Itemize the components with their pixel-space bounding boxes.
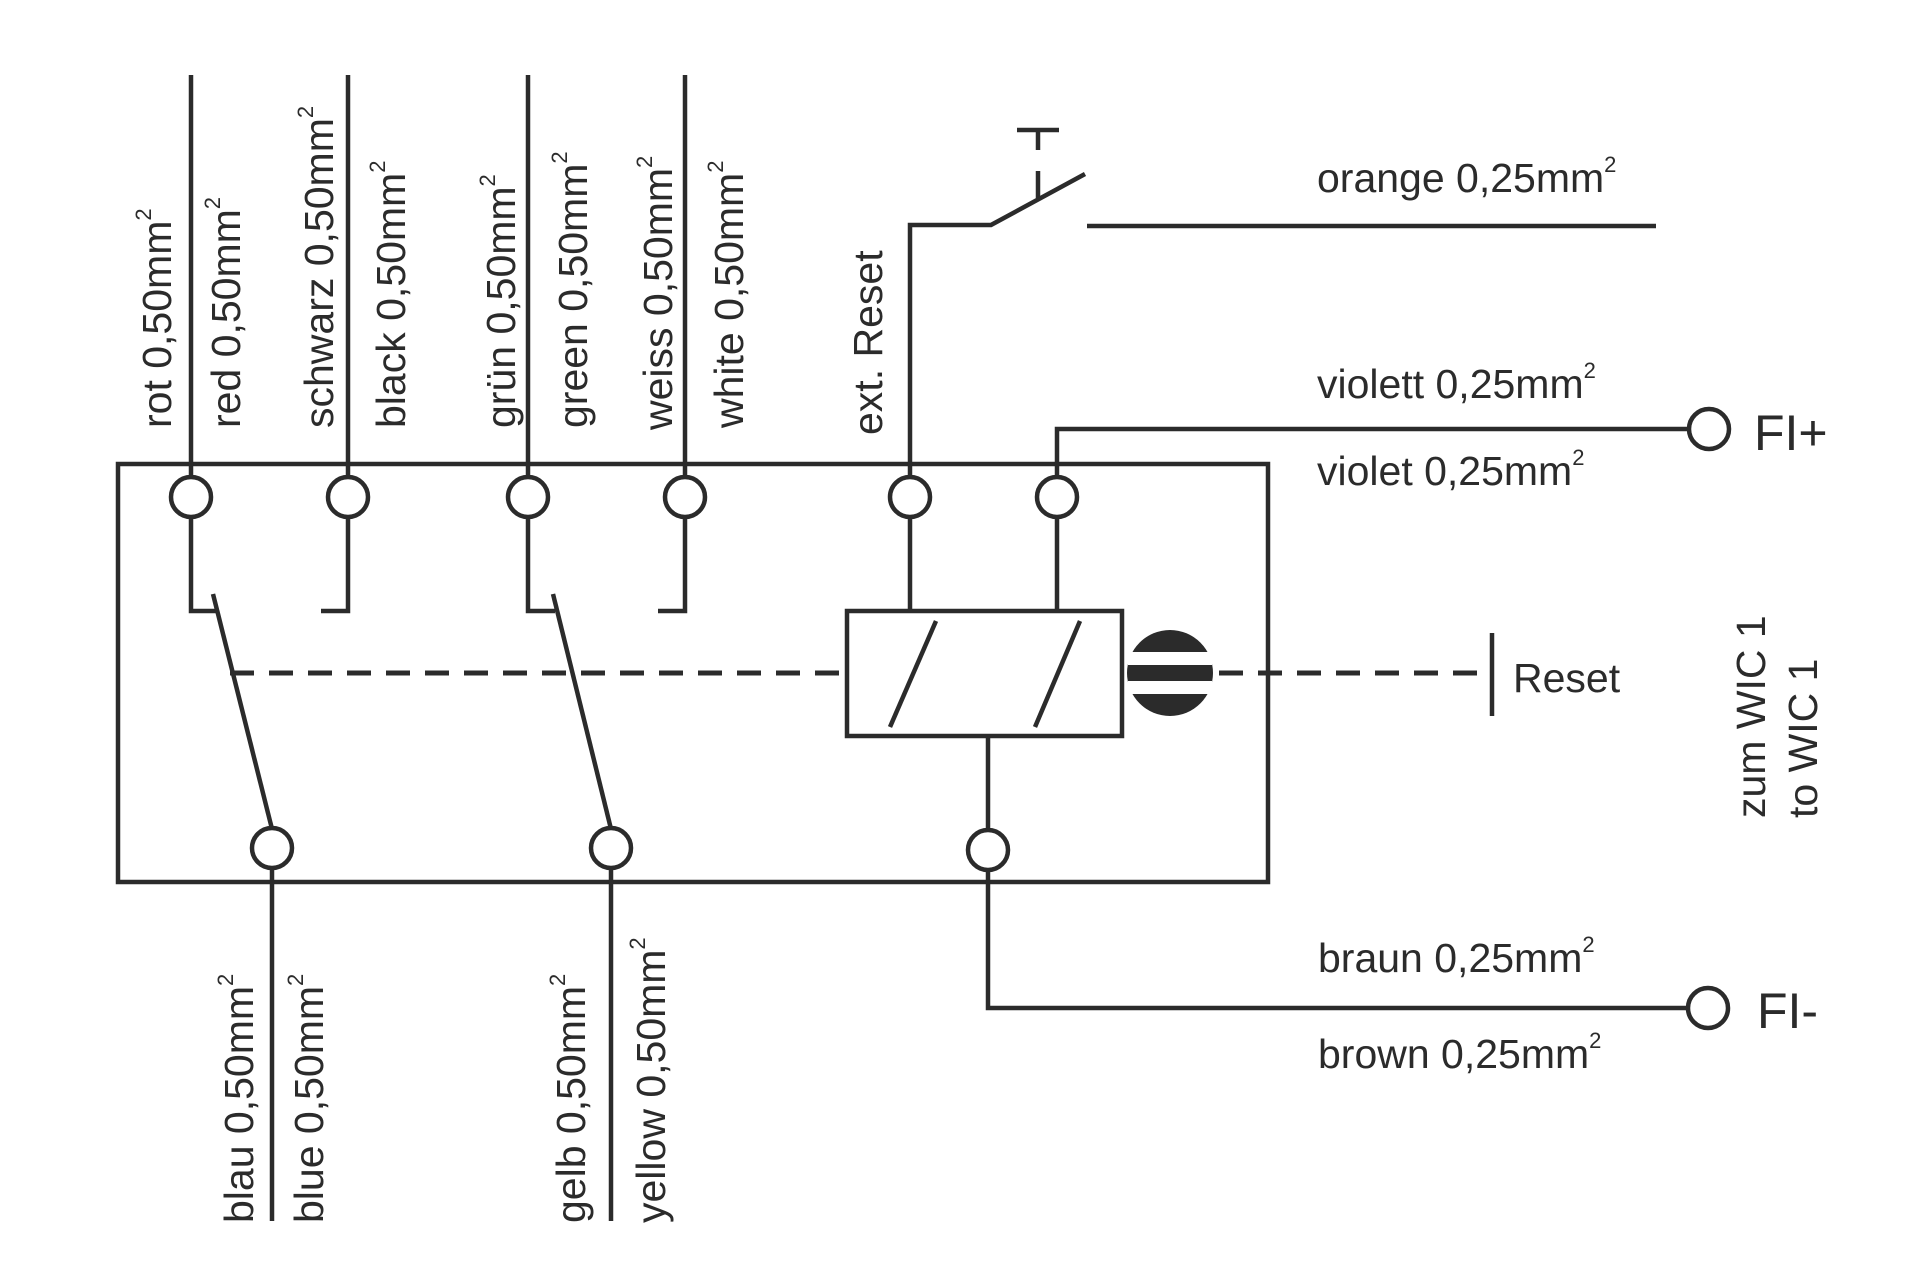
label-gelb: gelb 0,50mm2 bbox=[545, 974, 594, 1223]
label-braun: braun 0,25mm2 bbox=[1318, 932, 1595, 981]
terminal-fi-plus bbox=[1686, 406, 1732, 452]
label-red: red 0,50mm2 bbox=[200, 197, 249, 428]
terminal-white bbox=[662, 474, 708, 520]
reset-knob-icon bbox=[1127, 630, 1213, 716]
wire-violet bbox=[1054, 426, 1688, 477]
label-black: black 0,50mm2 bbox=[365, 161, 414, 428]
coil-slash-1 bbox=[887, 620, 939, 728]
label-rot: rot 0,50mm2 bbox=[131, 208, 180, 428]
contact-nc-2 bbox=[525, 517, 555, 614]
label-ext-reset: ext. Reset bbox=[845, 250, 891, 435]
label-reset: Reset bbox=[1513, 655, 1621, 701]
switch-blade-2 bbox=[550, 593, 614, 830]
label-blue: blue 0,50mm2 bbox=[283, 974, 332, 1223]
terminal-fi-minus bbox=[1685, 985, 1731, 1031]
relay-coil bbox=[844, 608, 1125, 739]
label-violett: violett 0,25mm2 bbox=[1317, 358, 1596, 407]
terminal-yellow bbox=[588, 825, 634, 871]
terminal-black bbox=[325, 474, 371, 520]
wire-red-black-group bbox=[188, 75, 688, 477]
label-fi-minus: FI- bbox=[1757, 983, 1818, 1039]
wire-brown bbox=[985, 870, 1688, 1011]
label-weiss: weiss 0,50mm2 bbox=[632, 156, 681, 431]
contact-no-2 bbox=[658, 517, 688, 614]
terminal-brown bbox=[965, 827, 1011, 873]
label-fi-plus: FI+ bbox=[1754, 405, 1828, 461]
label-schwarz: schwarz 0,50mm2 bbox=[293, 106, 342, 428]
contact-no-1 bbox=[321, 517, 351, 614]
label-brown: brown 0,25mm2 bbox=[1318, 1028, 1601, 1077]
label-yellow: yellow 0,50mm2 bbox=[625, 937, 674, 1223]
contact-nc-1 bbox=[188, 517, 218, 614]
wire-ext-reset bbox=[907, 172, 1087, 477]
label-zum-wic: zum WIC 1 bbox=[1728, 615, 1774, 818]
terminal-violet bbox=[1034, 474, 1080, 520]
terminal-blue bbox=[249, 825, 295, 871]
terminal-red bbox=[168, 474, 214, 520]
coil-slash-2 bbox=[1032, 620, 1083, 728]
label-gruen: grün 0,50mm2 bbox=[475, 174, 524, 428]
label-to-wic: to WIC 1 bbox=[1780, 659, 1826, 818]
label-violet: violet 0,25mm2 bbox=[1317, 445, 1584, 494]
label-white: white 0,50mm2 bbox=[703, 161, 752, 429]
terminal-ext-reset bbox=[887, 474, 933, 520]
switch-blade-1 bbox=[210, 593, 275, 830]
label-blau: blau 0,50mm2 bbox=[213, 974, 262, 1223]
label-orange: orange 0,25mm2 bbox=[1317, 152, 1616, 201]
terminal-green bbox=[505, 474, 551, 520]
label-green: green 0,50mm2 bbox=[547, 151, 596, 428]
